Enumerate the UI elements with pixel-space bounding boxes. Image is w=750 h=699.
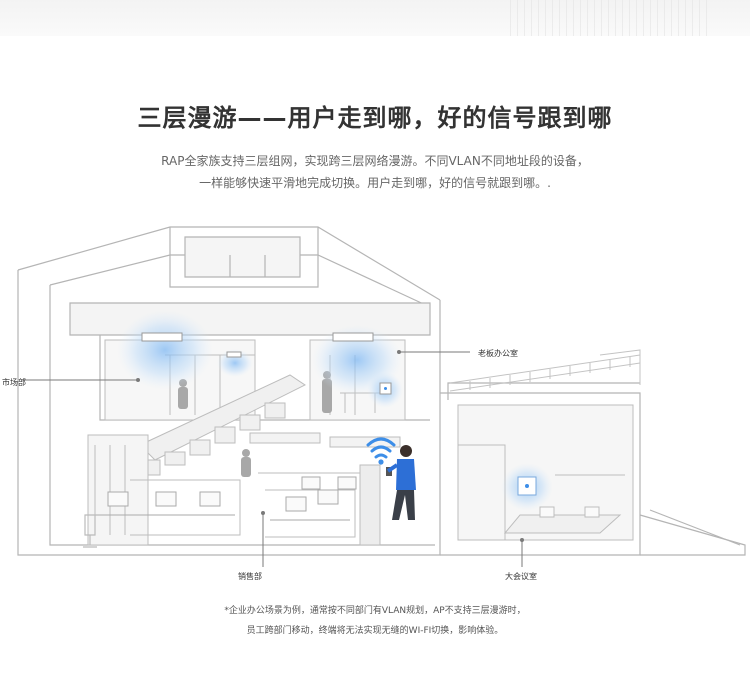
page-title: 三层漫游——用户走到哪，好的信号跟到哪 bbox=[137, 104, 613, 132]
top-hatch-decor bbox=[510, 0, 710, 36]
label-boss-office: 老板办公室 bbox=[478, 349, 518, 358]
top-decor-strip bbox=[0, 0, 750, 36]
ground-floor-partitions bbox=[87, 432, 401, 546]
footnote-line-2: 员工跨部门移动，终端将无法实现无缝的WI-FI切换，影响体验。 bbox=[246, 626, 504, 636]
callout-lines bbox=[22, 350, 524, 567]
sales-desks bbox=[95, 476, 357, 521]
wifi-dot bbox=[378, 459, 384, 465]
staircase bbox=[139, 374, 306, 476]
description-line-2: 一样能够快速平滑地完成切换。用户走到哪，好的信号就跟到哪。. bbox=[199, 176, 551, 190]
rooftop-railing bbox=[449, 349, 641, 392]
label-market: 市场部 bbox=[2, 378, 26, 387]
walking-user-figure bbox=[386, 445, 416, 520]
signal-glow-market bbox=[117, 310, 213, 390]
description-line-1: RAP全家族支持三层组网，实现跨三层网络漫游。不同VLAN不同地址段的设备， bbox=[161, 154, 589, 168]
office-chair bbox=[83, 514, 97, 548]
ap-led-meeting bbox=[525, 484, 529, 488]
label-meeting-room: 大会议室 bbox=[505, 572, 537, 581]
ap-led-office bbox=[384, 387, 387, 390]
wifi-signal-icon bbox=[366, 437, 396, 459]
footnote-line-1: *企业办公场景为例，通常按不同部门有VLAN规划，AP不支持三层漫游时， bbox=[224, 606, 526, 616]
office-building-illustration bbox=[17, 226, 746, 567]
label-sales: 销售部 bbox=[238, 572, 262, 581]
signal-glow-small bbox=[217, 349, 253, 377]
